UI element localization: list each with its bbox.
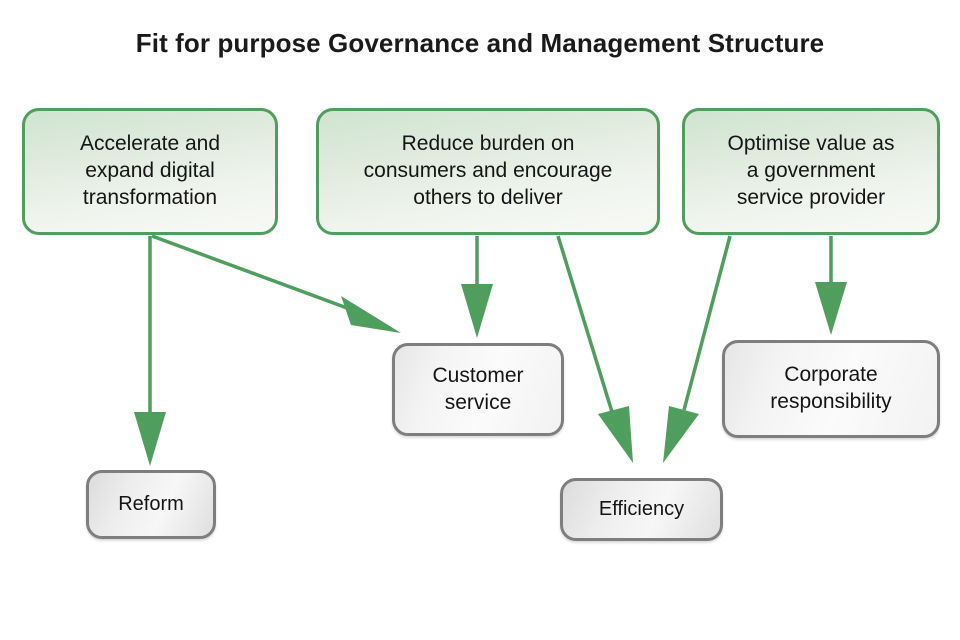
- outcome-box-reform[interactable]: Reform: [86, 470, 216, 539]
- driver-box-accelerate[interactable]: Accelerate and expand digital transforma…: [22, 108, 278, 235]
- arrow-optimise-value-to-corporate-responsibility: [815, 236, 847, 335]
- arrow-reduce-burden-to-efficiency: [556, 235, 633, 463]
- outcome-label-reform: Reform: [118, 492, 184, 515]
- driver-label-reduce-burden: Reduce burden on consumers and encourage…: [363, 132, 613, 209]
- outcome-box-customer-service[interactable]: Customer service: [392, 343, 564, 436]
- outcome-label-customer-service: Customer service: [432, 363, 524, 414]
- arrow-reduce-burden-to-customer-service: [461, 236, 493, 338]
- outcome-label-corporate-responsibility: Corporate responsibility: [770, 363, 892, 413]
- arrow-optimise-value-to-efficiency: [663, 235, 732, 463]
- driver-box-optimise-value[interactable]: Optimise value as a government service p…: [682, 108, 940, 235]
- driver-label-optimise-value: Optimise value as a government service p…: [727, 132, 895, 209]
- page-title: Fit for purpose Governance and Managemen…: [135, 28, 825, 58]
- driver-label-accelerate: Accelerate and expand digital transforma…: [79, 132, 221, 209]
- outcome-box-corporate-responsibility[interactable]: Corporate responsibility: [722, 340, 940, 438]
- driver-box-reduce-burden[interactable]: Reduce burden on consumers and encourage…: [316, 108, 660, 235]
- outcome-box-efficiency[interactable]: Efficiency: [560, 478, 723, 541]
- outcome-label-efficiency: Efficiency: [598, 497, 685, 520]
- arrow-accelerate-to-customer-service: [151, 234, 401, 333]
- arrow-accelerate-to-reform: [134, 236, 166, 466]
